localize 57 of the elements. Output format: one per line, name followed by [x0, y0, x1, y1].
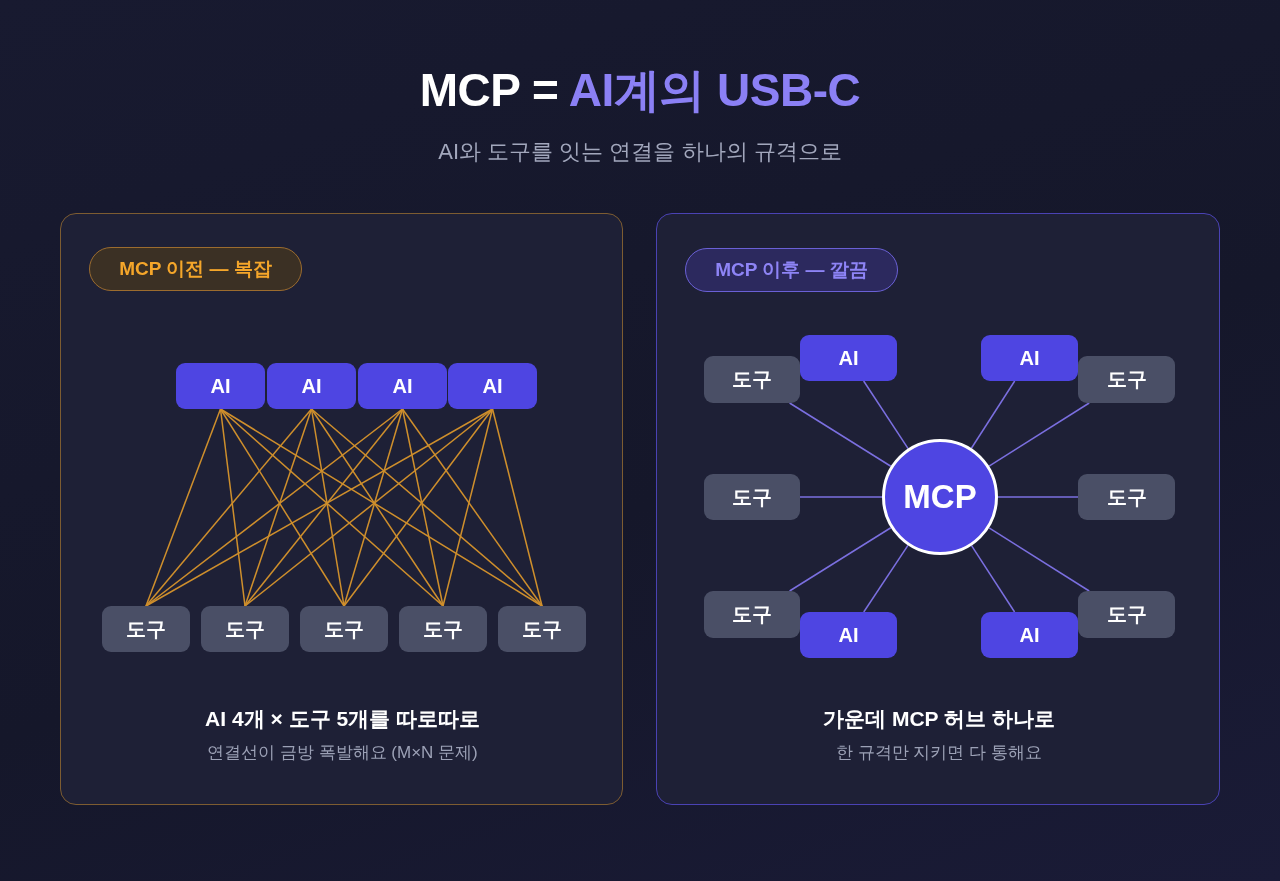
connector-line [401, 408, 444, 607]
connector-line [988, 402, 1090, 467]
connector-line [219, 408, 444, 607]
connector-line [491, 408, 543, 607]
connector-line [988, 527, 1090, 592]
ai-box: AI [267, 363, 356, 409]
tool-box: 도구 [498, 606, 586, 652]
connector-line [219, 408, 345, 607]
tool-box: 도구 [300, 606, 388, 652]
ai-box: AI [176, 363, 265, 409]
connector-line [997, 496, 1079, 498]
ai-box: AI [981, 335, 1078, 381]
connector-line [145, 408, 222, 607]
connector-line [244, 408, 313, 607]
section-badge: MCP 이후 — 깔끔 [685, 248, 898, 292]
ai-box: AI [358, 363, 447, 409]
tool-box: 도구 [201, 606, 289, 652]
tool-box: 도구 [1078, 356, 1175, 403]
connector-line [788, 527, 892, 592]
connector-line [862, 380, 909, 450]
connector-line [145, 408, 313, 607]
connector-line [970, 380, 1016, 449]
tool-box: 도구 [102, 606, 190, 652]
tool-box: 도구 [704, 474, 800, 520]
tool-box: 도구 [704, 591, 800, 638]
connector-line [145, 408, 494, 607]
title: MCP = AI계의 USB-C [419, 63, 861, 118]
tool-box: 도구 [399, 606, 487, 652]
panel-note: 한 규격만 지키면 다 통해요 [836, 742, 1042, 764]
connector-line [244, 408, 404, 607]
section-badge: MCP 이전 — 복잡 [89, 247, 302, 291]
connector-line [310, 408, 543, 607]
connector-line [442, 408, 494, 607]
connector-line [863, 544, 909, 613]
connector-line [343, 408, 494, 607]
connector-line [788, 402, 892, 467]
tool-box: 도구 [1078, 591, 1175, 638]
panel-card [656, 213, 1220, 805]
ai-box: AI [981, 612, 1078, 658]
subtitle: AI와 도구를 잇는 연결을 하나의 규격으로 [438, 138, 842, 166]
connector-line [310, 408, 444, 607]
panel-heading: AI 4개 × 도구 5개를 따로따로 [205, 706, 480, 732]
ai-box: AI [448, 363, 537, 409]
panel-card [60, 213, 623, 805]
tool-box: 도구 [704, 356, 800, 403]
connector-line [310, 408, 345, 607]
connector-line [401, 408, 543, 607]
ai-box: AI [800, 612, 897, 658]
panel-note: 연결선이 금방 폭발해요 (M×N 문제) [207, 742, 478, 764]
connector-line [219, 408, 246, 607]
connector-line [970, 544, 1016, 613]
hub-circle: MCP [882, 439, 998, 555]
connector-line [799, 496, 883, 498]
connector-line [343, 408, 404, 607]
ai-box: AI [800, 335, 897, 381]
panel-heading: 가운데 MCP 허브 하나로 [823, 706, 1055, 732]
tool-box: 도구 [1078, 474, 1175, 520]
